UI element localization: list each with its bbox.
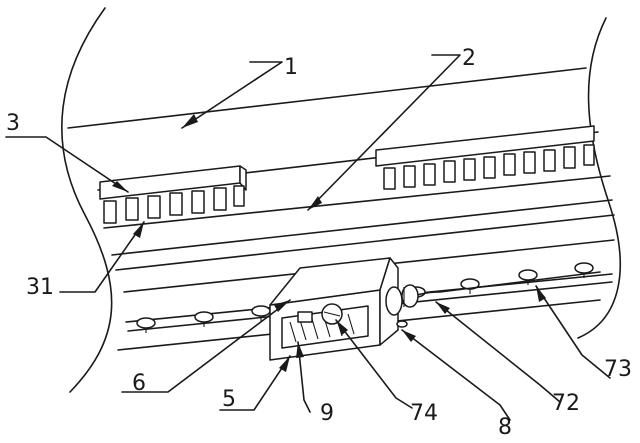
screw-assembly [289,303,355,343]
motor-shaft [396,320,408,328]
left-break-line [61,7,113,393]
right-rack [375,125,595,190]
motor [385,284,419,328]
housing-top-edge [67,67,587,129]
label-72: 72 [552,391,580,416]
leader-lines [5,54,611,421]
right-rack-teeth [383,144,595,190]
label-5: 5 [222,387,236,412]
nozzle [518,269,538,285]
label-31: 31 [26,275,54,300]
label-74: 74 [410,401,438,426]
label-1: 1 [284,55,298,80]
nozzle [194,311,214,327]
label-3: 3 [6,111,20,136]
nozzle [574,262,594,278]
label-2: 2 [462,46,476,71]
label-73: 73 [604,357,632,382]
rail-bottom-edge [115,214,615,271]
label-9: 9 [320,401,334,426]
rail-middle-line [111,199,613,256]
rail-top-edge [103,175,611,229]
left-rack-teeth [103,185,245,224]
left-rack [99,165,247,224]
nozzle [136,317,156,333]
nozzle [460,278,480,294]
label-6: 6 [132,371,146,396]
label-8: 8 [498,415,512,440]
